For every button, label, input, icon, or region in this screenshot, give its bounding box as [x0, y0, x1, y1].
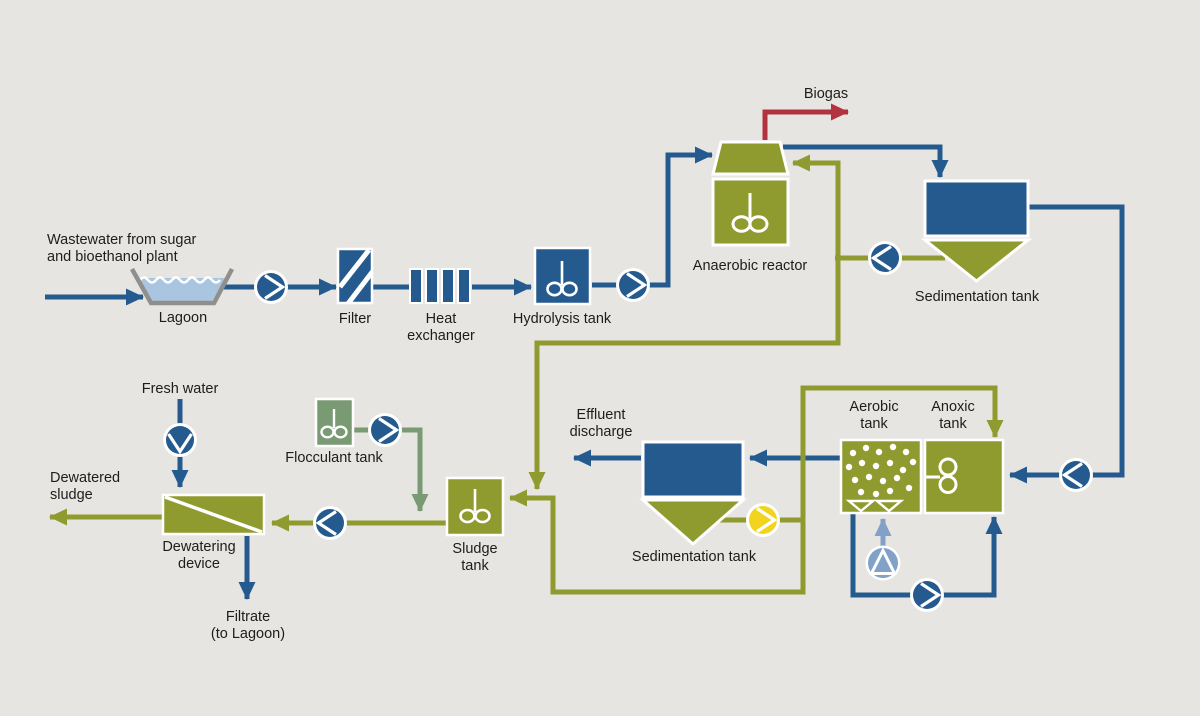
pump-icon-surplus-sludge: [746, 503, 780, 537]
label-anaerobic-reactor: Anaerobic reactor: [692, 258, 808, 274]
pump-icon-internal-recycle: [910, 578, 944, 612]
label-sedimentation-tank-1: Sedimentation tank: [914, 289, 1040, 305]
pump-icon-sedimentation1-sludge: [868, 241, 902, 275]
flocculant-tank-shape: [314, 397, 355, 448]
label-dewatered-sludge: Dewatered sludge: [50, 470, 121, 503]
sludge-tank-shape: [445, 476, 505, 537]
settling-cone: [920, 238, 1033, 283]
anaerobic-reactor-shape: [711, 140, 790, 247]
label-anoxic-tank: Anoxic tank: [931, 399, 975, 432]
label-biogas: Biogas: [803, 86, 849, 102]
biogas-line: [762, 103, 849, 140]
mixer-icon: [546, 261, 578, 297]
pump-icon-dewatering-feed: [313, 506, 347, 540]
dewatering-diagonal: [164, 495, 263, 534]
lagoon-shape: [130, 267, 234, 306]
submerged-mixer-icon: [926, 457, 958, 494]
aeration-bubbles-icon: [845, 443, 917, 498]
sludge-line-waste-to-sludge-tank: [509, 388, 806, 595]
settling-cone: [639, 498, 747, 546]
sludge-line-recycle-to-reactor: [792, 154, 841, 260]
hydrolysis-tank-shape: [533, 246, 592, 306]
diffuser-icons: [845, 499, 905, 513]
mixer-icon: [731, 193, 769, 233]
label-hydrolysis-tank: Hydrolysis tank: [512, 311, 612, 327]
pump-icon-lagoon: [254, 270, 288, 304]
sludge-line-to-sludge-tank-junction: [528, 256, 841, 490]
blower-icon: [865, 545, 901, 581]
label-flocculant-tank: Flocculant tank: [285, 450, 383, 466]
lagoon-wave: [139, 276, 221, 284]
label-wastewater-source: Wastewater from sugar and bioethanol pla…: [47, 232, 197, 265]
heat-exchanger-shape: [409, 268, 471, 304]
label-aerobic-tank: Aerobic tank: [849, 399, 899, 432]
lagoon-basin: [130, 267, 234, 306]
pump-icon-fresh-water: [163, 423, 197, 457]
pump-icon-hydrolysis: [616, 268, 650, 302]
sedimentation-tank-1-shape: [920, 179, 1033, 283]
mixer-icon: [320, 409, 348, 439]
filter-shape: [336, 247, 374, 305]
lagoon-water: [137, 278, 227, 301]
aerobic-tank-shape: [839, 438, 923, 515]
label-sedimentation-tank-2: Sedimentation tank: [631, 549, 757, 565]
mixer-icon: [459, 489, 491, 524]
label-filtrate: Filtrate (to Lagoon): [210, 609, 286, 642]
flow-line-sedimentation1-to-anoxic: [1009, 204, 1125, 484]
dewatering-device-shape: [161, 493, 266, 536]
label-effluent-discharge: Effluent discharge: [569, 407, 633, 440]
pump-icon-anoxic-feed: [1059, 458, 1093, 492]
anoxic-tank-shape: [923, 438, 1005, 515]
pump-icon-flocculant: [368, 413, 402, 447]
label-heat-exchanger: Heat exchanger: [407, 311, 475, 344]
label-filter: Filter: [338, 311, 372, 327]
label-dewatering-device: Dewatering device: [162, 539, 236, 572]
label-sludge-tank: Sludge tank: [452, 541, 498, 574]
sedimentation-tank-2-shape: [639, 440, 747, 546]
sludge-line-return-to-anoxic: [800, 385, 1004, 438]
label-lagoon: Lagoon: [158, 310, 208, 326]
flow-line-reactor-to-sedimentation1: [783, 144, 949, 178]
filter-stripes: [338, 249, 372, 303]
label-fresh-water: Fresh water: [141, 381, 219, 397]
